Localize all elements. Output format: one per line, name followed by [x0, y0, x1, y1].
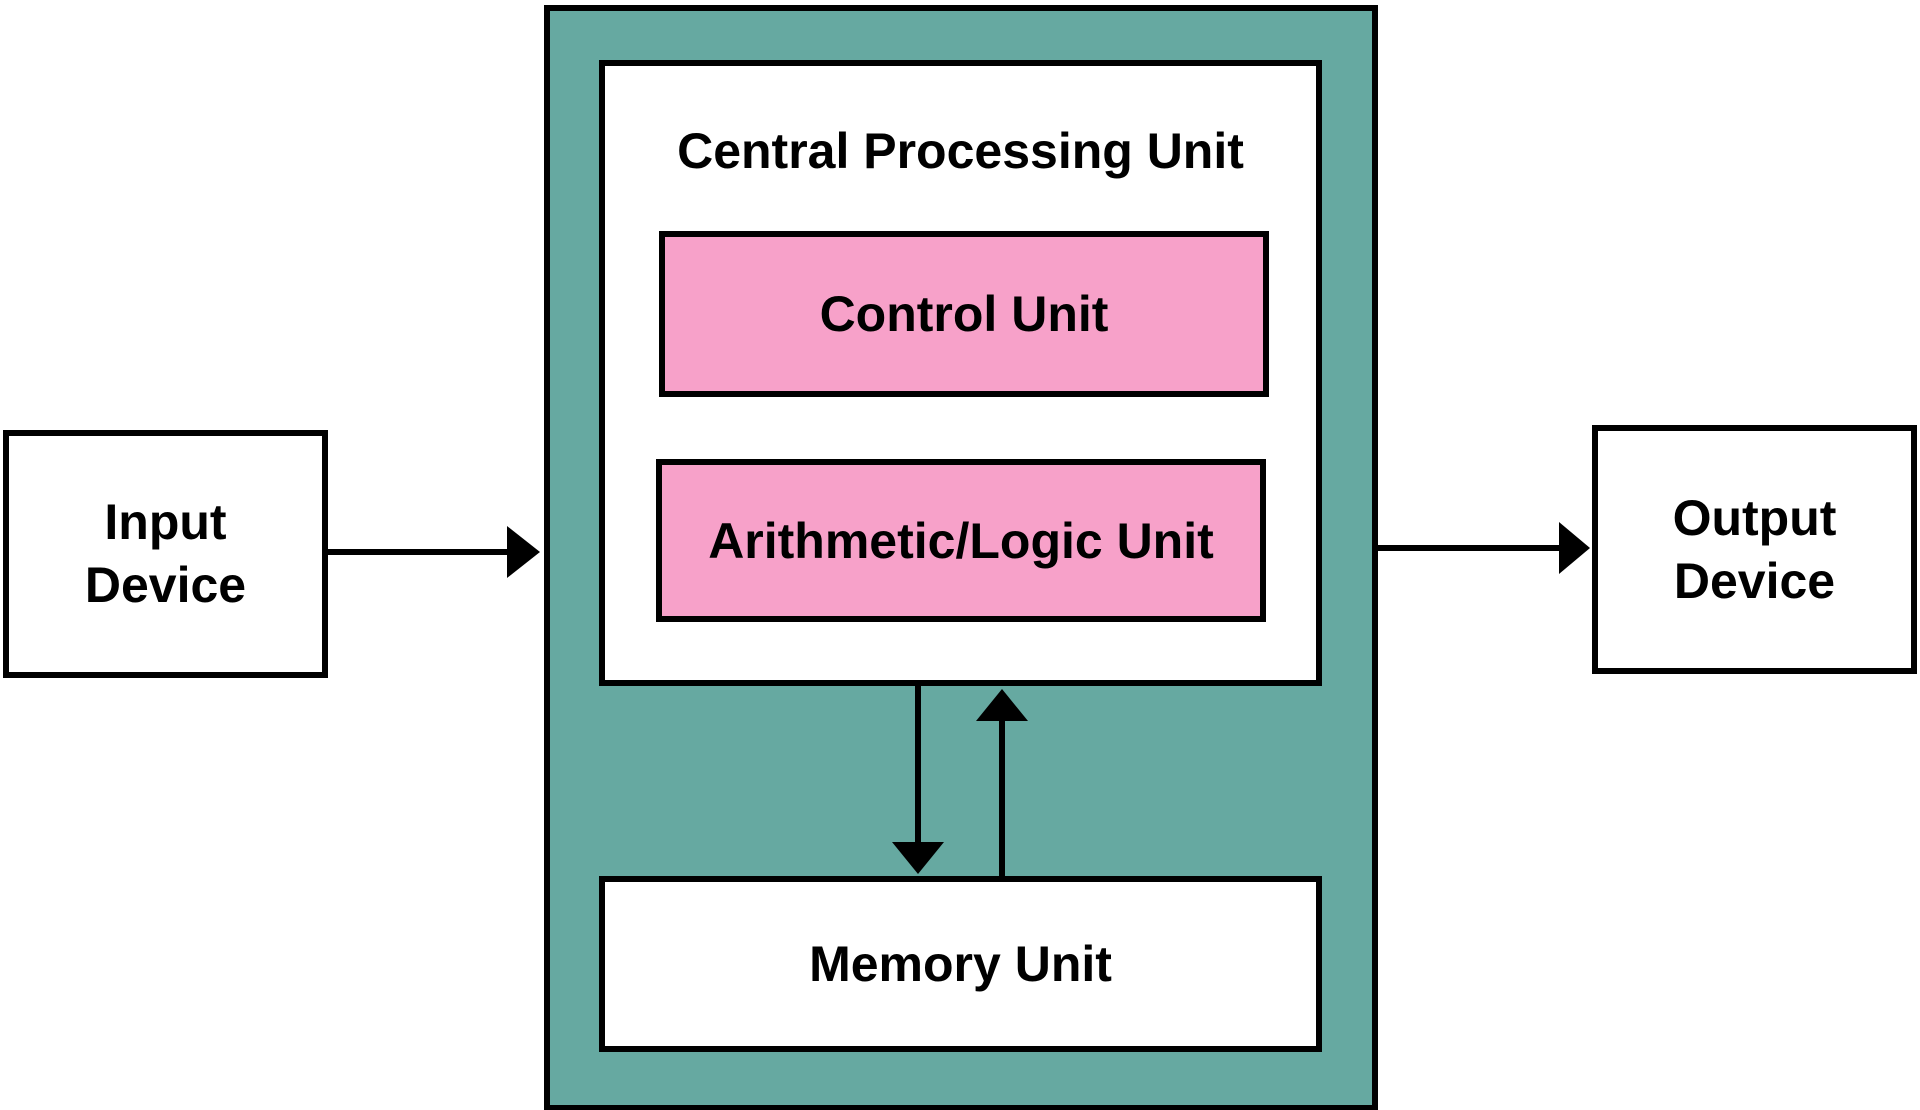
memory-unit-label: Memory Unit — [809, 936, 1112, 992]
control-unit-box: Control Unit — [659, 231, 1269, 397]
output-device-label-line2: Device — [1673, 552, 1836, 609]
cpu-title: Central Processing Unit — [677, 123, 1244, 179]
arrow-input-to-computer — [328, 526, 540, 578]
input-device-label-line2: Device — [84, 557, 247, 613]
output-device-label-line1: Output — [1672, 489, 1837, 546]
input-device-label-line1: Input — [104, 494, 227, 550]
alu-box: Arithmetic/Logic Unit — [656, 459, 1266, 622]
input-device-box: Input Device — [3, 430, 328, 678]
output-device-box: Output Device — [1592, 425, 1917, 674]
memory-unit-box: Memory Unit — [599, 876, 1322, 1052]
arrow-computer-to-output — [1378, 522, 1590, 574]
alu-label: Arithmetic/Logic Unit — [708, 512, 1214, 569]
control-unit-label: Control Unit — [819, 286, 1109, 342]
